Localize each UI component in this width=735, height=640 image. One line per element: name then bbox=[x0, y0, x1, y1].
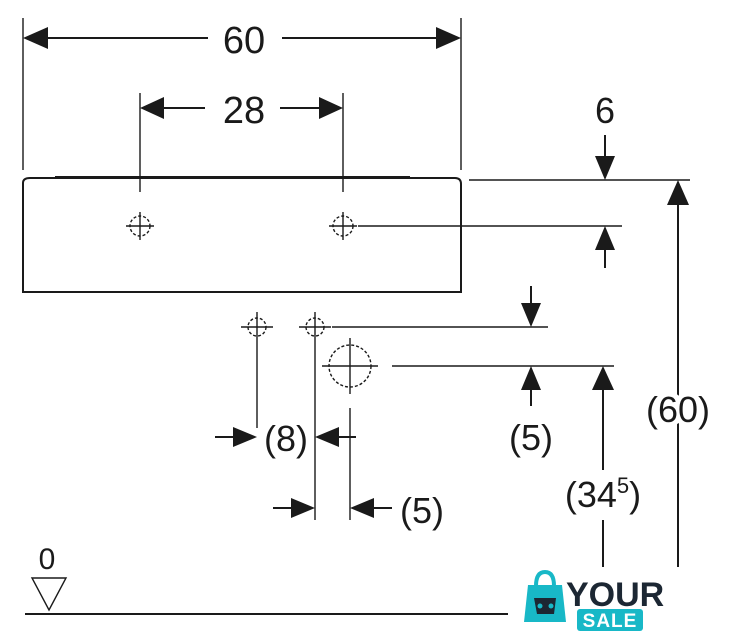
dimension-horizontal-offset-1: (8) bbox=[215, 418, 356, 459]
floor-level-label: 0 bbox=[39, 543, 56, 576]
drain-height-main: (34 bbox=[565, 474, 617, 515]
total-height-label: (60) bbox=[646, 389, 710, 430]
drain-height-close: ) bbox=[629, 474, 641, 515]
dimension-drain-height: (345) bbox=[565, 366, 641, 567]
shopping-bag-icon bbox=[524, 569, 566, 622]
hole-spacing-label: 28 bbox=[223, 90, 265, 132]
vertical-offset-label: (5) bbox=[509, 417, 553, 458]
tap-hole-left bbox=[126, 212, 154, 240]
dimension-top-offset: 6 bbox=[469, 90, 690, 268]
dimension-vertical-offset: (5) bbox=[509, 286, 553, 458]
supply-right bbox=[299, 312, 331, 520]
logo-word-your: YOUR bbox=[566, 576, 664, 614]
dimension-hole-spacing: 28 bbox=[139, 90, 344, 192]
dimension-total-height: (60) bbox=[641, 180, 715, 567]
drain-outlet bbox=[322, 338, 378, 520]
drain-height-label: (345) bbox=[565, 473, 641, 515]
logo-word-sale: SALE bbox=[583, 611, 638, 632]
overall-width-label: 60 bbox=[223, 20, 265, 62]
horizontal-offset-2-label: (5) bbox=[400, 490, 444, 531]
yoursale-logo: YOUR SALE bbox=[524, 569, 664, 632]
dimension-horizontal-offset-2: (5) bbox=[273, 490, 444, 531]
logo-sale-badge bbox=[577, 609, 643, 631]
supply-left bbox=[241, 312, 273, 428]
tap-hole-right bbox=[329, 212, 357, 240]
horizontal-offset-1-label: (8) bbox=[264, 418, 308, 459]
top-offset-label: 6 bbox=[595, 90, 615, 131]
floor-level-marker: 0 bbox=[25, 543, 508, 615]
dimension-overall-width: 60 bbox=[22, 18, 462, 170]
drain-height-superscript: 5 bbox=[617, 473, 629, 498]
washbasin-body bbox=[22, 176, 622, 293]
supply-connections bbox=[241, 312, 614, 520]
